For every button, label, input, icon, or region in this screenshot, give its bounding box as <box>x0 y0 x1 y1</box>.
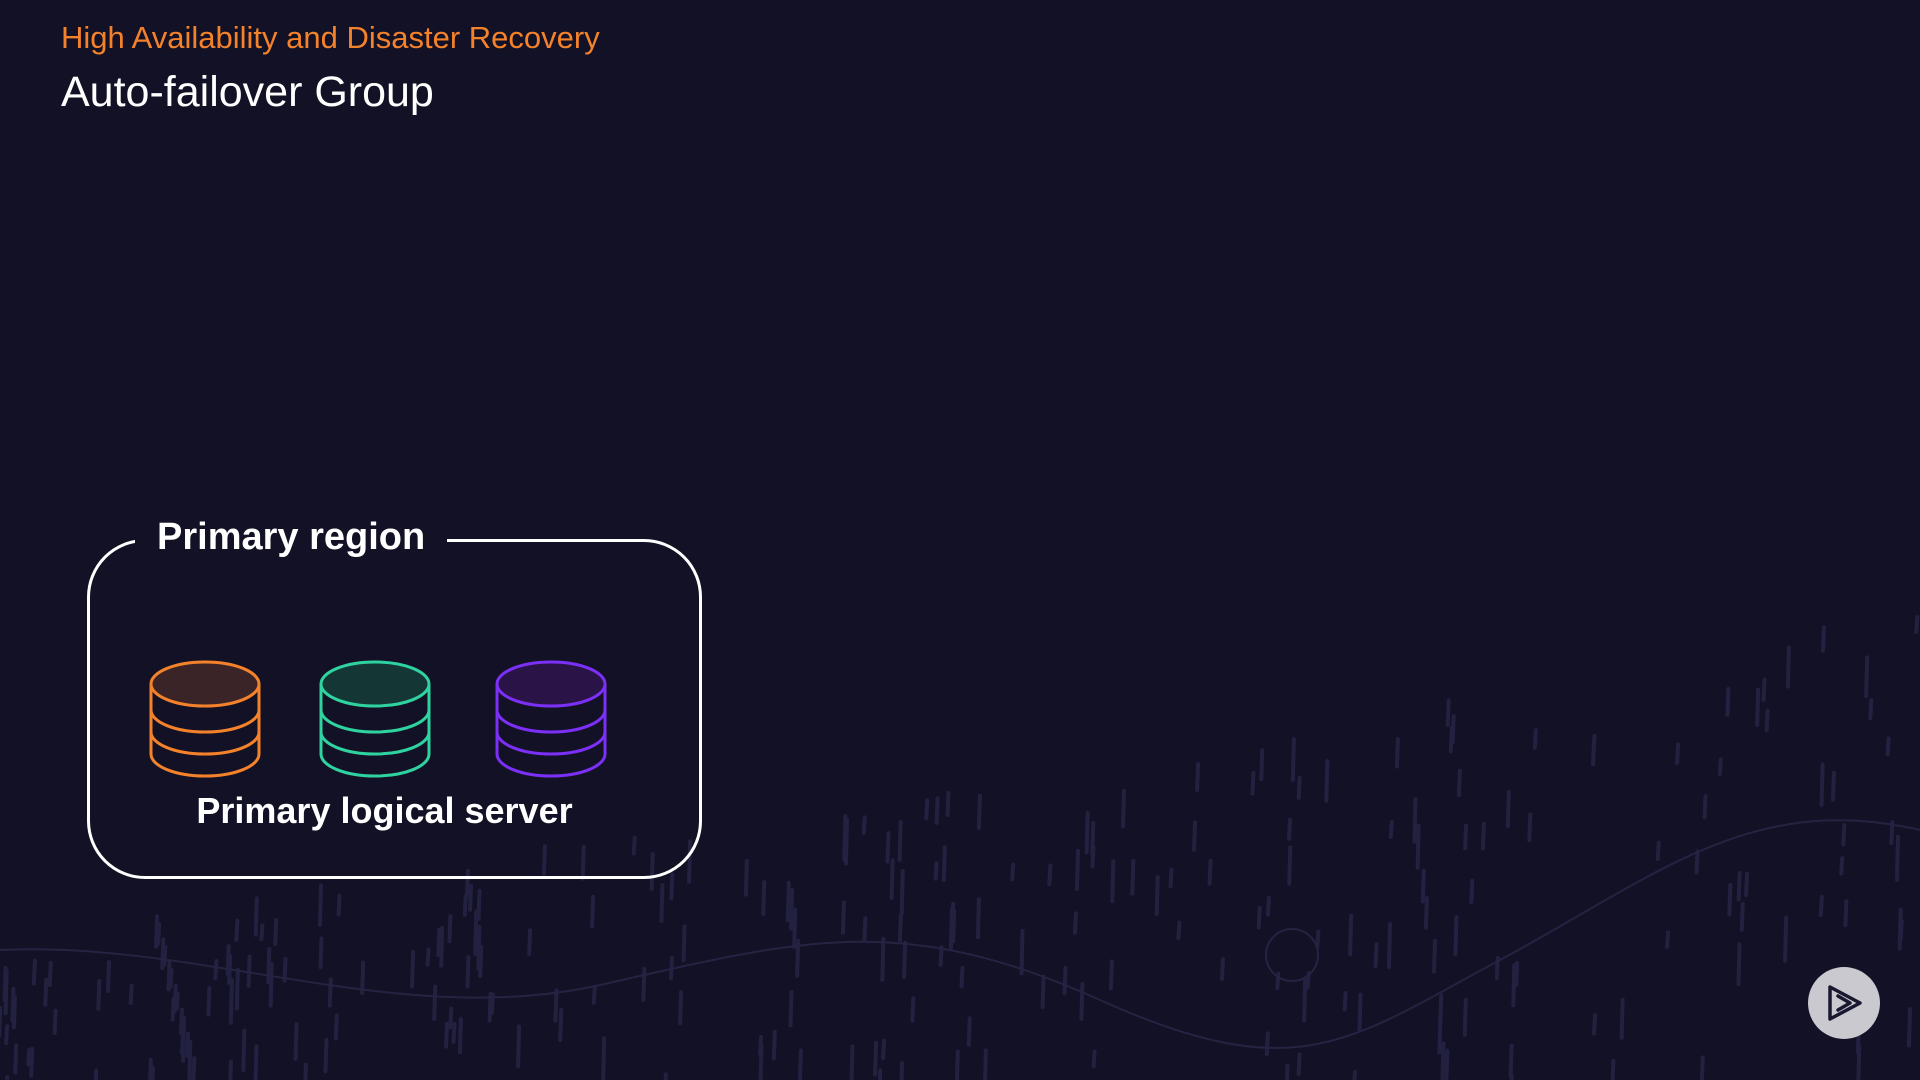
database-icon <box>495 660 607 778</box>
play-button[interactable] <box>1808 967 1880 1039</box>
region-label: Primary region <box>135 510 448 564</box>
page-title: Auto-failover Group <box>61 68 434 116</box>
database-icon <box>319 660 431 778</box>
section-subtitle: High Availability and Disaster Recovery <box>61 20 600 55</box>
database-icon <box>149 660 261 778</box>
server-label: Primary logical server <box>196 790 573 831</box>
play-icon <box>1828 985 1862 1021</box>
